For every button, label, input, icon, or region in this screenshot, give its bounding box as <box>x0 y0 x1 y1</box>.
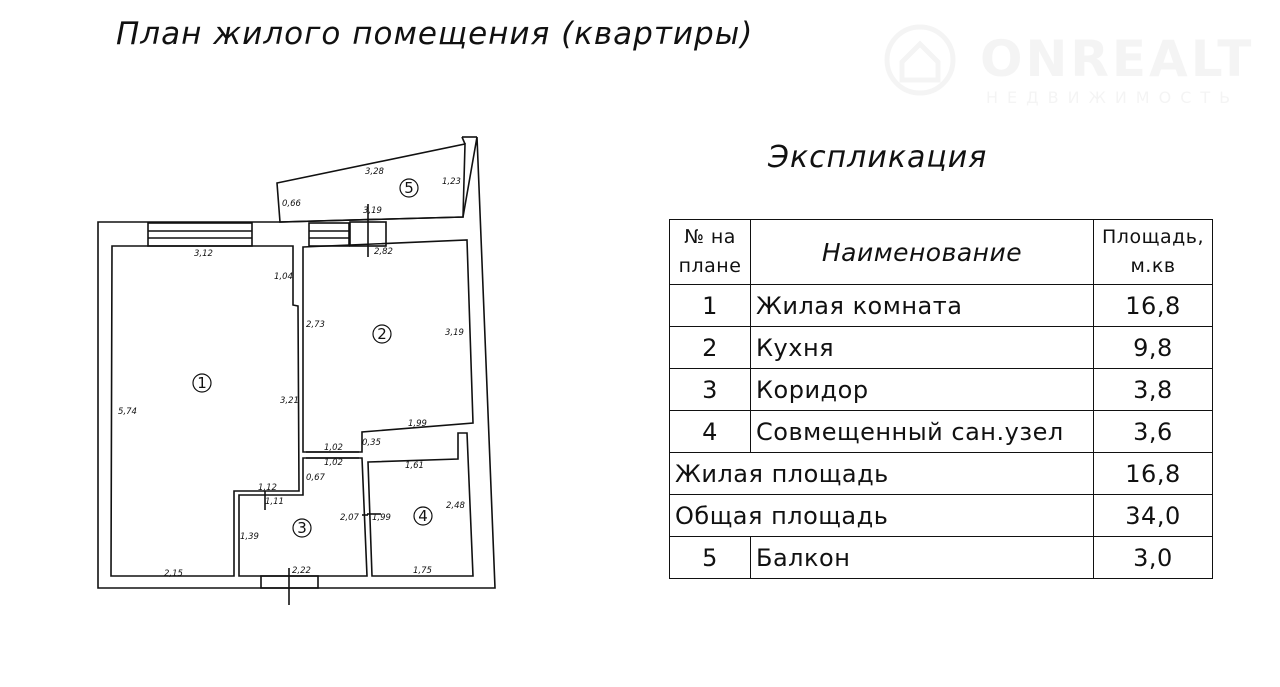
row-name: Жилая комната <box>750 284 1094 327</box>
dim: 1,39 <box>240 532 259 542</box>
room-2-outline <box>302 239 474 453</box>
table-row: 4 Совмещенный сан.узел 3,6 <box>669 410 1213 453</box>
room-1-outline <box>110 245 300 577</box>
room-2-number: 2 <box>377 325 387 343</box>
row-num: 4 <box>669 410 751 453</box>
window-room-2 <box>308 221 387 247</box>
total-area-row: Общая площадь 34,0 <box>669 494 1213 537</box>
watermark-logo: ONREALT НЕДВИЖИМОСТЬ <box>880 22 1260 112</box>
row-name: Совмещенный сан.узел <box>750 410 1094 453</box>
total-area-label: Общая площадь <box>669 494 1094 537</box>
header-name: Наименование <box>750 219 1094 285</box>
dim: 3,19 <box>445 328 464 338</box>
dim: 3,19 <box>363 206 382 216</box>
row-area: 9,8 <box>1093 326 1213 369</box>
dim: 1,02 <box>324 443 343 453</box>
table-row: 3 Коридор 3,8 <box>669 368 1213 411</box>
table-row: 1 Жилая комната 16,8 <box>669 284 1213 327</box>
dim: 3,12 <box>194 249 213 259</box>
dim: 2,22 <box>292 566 311 576</box>
room-4-number: 4 <box>418 507 428 525</box>
watermark-subtitle: НЕДВИЖИМОСТЬ <box>986 88 1240 107</box>
row-name: Коридор <box>750 368 1094 411</box>
balcony-outline <box>276 143 466 223</box>
dim: 3,28 <box>365 167 385 177</box>
row-num: 1 <box>669 284 751 327</box>
outer-wall <box>97 136 496 589</box>
dim: 5,74 <box>118 407 137 417</box>
row-num: 5 <box>669 536 751 579</box>
room-2-marker <box>372 324 392 344</box>
dim: 2,48 <box>446 501 466 511</box>
dim: 1,11 <box>265 497 284 507</box>
dim: 2,15 <box>164 569 183 579</box>
house-pin-icon <box>884 24 956 96</box>
balcony-edge <box>461 136 466 145</box>
dim: 1,99 <box>372 513 391 523</box>
row-area: 3,6 <box>1093 410 1213 453</box>
dim: 2,73 <box>306 320 325 330</box>
dim: 1,12 <box>258 483 277 493</box>
room-5-number: 5 <box>404 179 414 197</box>
window-room-1 <box>147 222 253 247</box>
row-name: Кухня <box>750 326 1094 369</box>
dim: 2,82 <box>374 247 393 257</box>
header-area: Площадь,м.кв <box>1093 219 1213 285</box>
room-1-marker <box>192 373 212 393</box>
row-area: 16,8 <box>1093 284 1213 327</box>
dim: 1,23 <box>442 177 461 187</box>
floor-plan: 1 2 3 4 5 3,12 5,74 2,15 1,04 3,21 2,73 … <box>97 136 496 605</box>
dim: 0,35 <box>362 438 381 448</box>
room-5-marker <box>399 178 419 198</box>
dim: 1,61 <box>405 461 424 471</box>
row-num: 3 <box>669 368 751 411</box>
living-area-value: 16,8 <box>1093 452 1213 495</box>
room-4-outline <box>367 432 474 577</box>
dim: 1,75 <box>413 566 432 576</box>
dim: 0,66 <box>282 199 302 209</box>
dim: 1,99 <box>408 419 427 429</box>
dim: 3,21 <box>280 396 299 406</box>
living-area-row: Жилая площадь 16,8 <box>669 452 1213 495</box>
explication-heading: Экспликация <box>768 140 988 175</box>
watermark-brand: ONREALT <box>980 30 1255 88</box>
dim: 0,67 <box>306 473 326 483</box>
room-4-marker <box>413 506 433 526</box>
room-3-outline <box>238 457 368 577</box>
row-name: Балкон <box>750 536 1094 579</box>
total-area-value: 34,0 <box>1093 494 1213 537</box>
room-3-marker <box>292 518 312 538</box>
row-area: 3,0 <box>1093 536 1213 579</box>
row-num: 2 <box>669 326 751 369</box>
row-area: 3,8 <box>1093 368 1213 411</box>
page-title: План жилого помещения (квартиры) <box>116 16 754 52</box>
room-3-number: 3 <box>297 519 307 537</box>
table-row: 2 Кухня 9,8 <box>669 326 1213 369</box>
dim: 2,07 <box>340 513 360 523</box>
room-1-number: 1 <box>197 374 207 392</box>
dim: 1,02 <box>324 458 343 468</box>
dim: 1,04 <box>274 272 293 282</box>
entrance-door <box>260 568 319 605</box>
balcony-row: 5 Балкон 3,0 <box>669 536 1213 579</box>
living-area-label: Жилая площадь <box>669 452 1094 495</box>
